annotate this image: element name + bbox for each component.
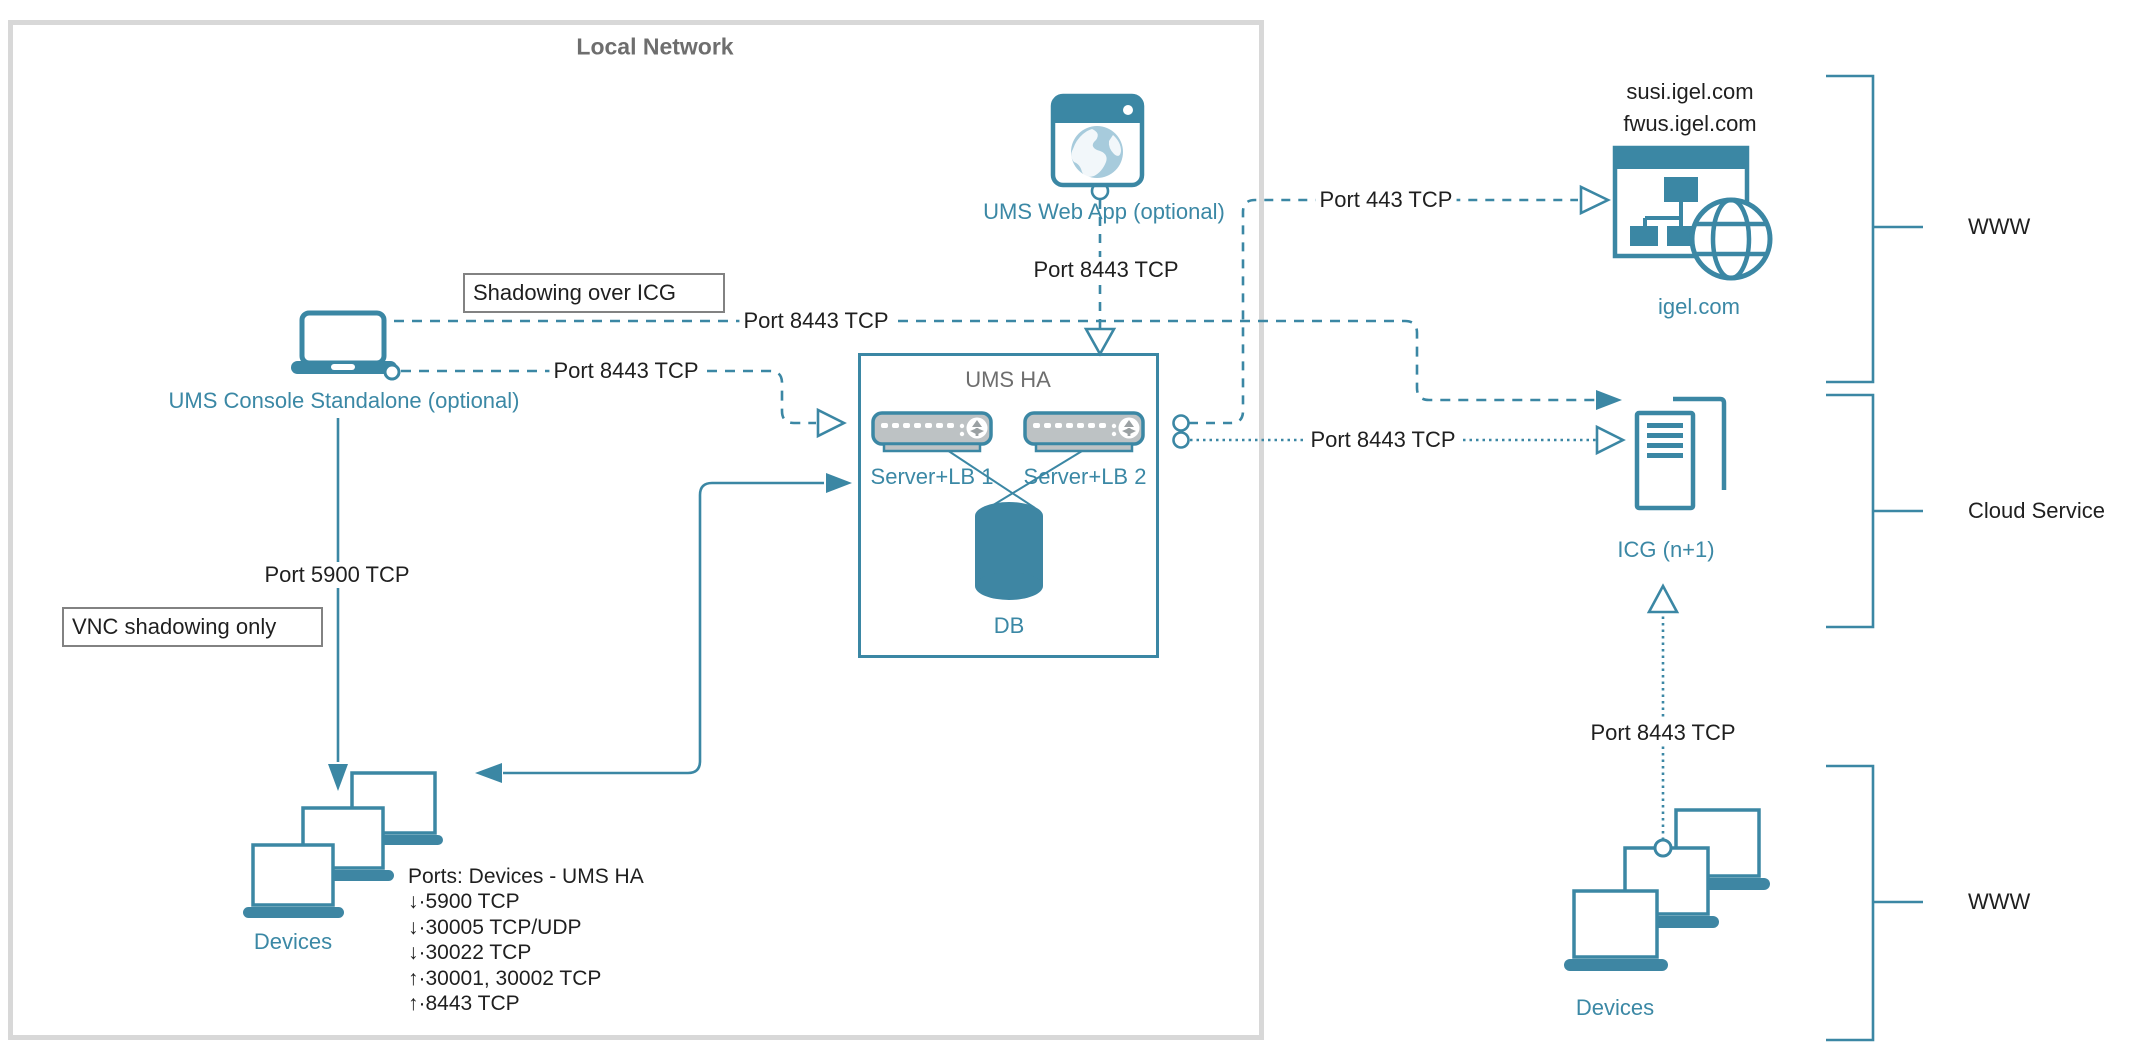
local-network-box (8, 20, 1264, 1040)
www-bottom-bracket (1826, 764, 1923, 1042)
devices-right-port-dot-top (1653, 838, 1673, 858)
arrow-filled-left-devices (475, 763, 502, 783)
ports-list-title: Ports: Devices - UMS HA (408, 865, 644, 888)
devices-left-label: Devices (253, 929, 333, 954)
zone-cloud-service-label: Cloud Service (1968, 498, 2105, 523)
arrow-filled-right-ums-ha (826, 473, 852, 493)
db-label: DB (993, 613, 1025, 638)
ports-list-item: ↓·5900 TCP (408, 890, 520, 914)
arrow-open-into-ums-ha (816, 407, 847, 439)
devices-ums-ha-line (503, 481, 824, 775)
web-app-browser-globe-icon (1050, 93, 1145, 188)
arrow-open-into-icg (1595, 424, 1626, 456)
console-to-icg-line (394, 319, 1596, 402)
port-console-to-icg: Port 8443 TCP (739, 308, 893, 334)
port-web-app-to-ums-ha: Port 8443 TCP (1029, 257, 1183, 283)
ums-ha-to-igel-line (1189, 198, 1578, 425)
laptop-icon (1564, 889, 1668, 971)
icg-server-stack-icon (1634, 396, 1727, 511)
database-icon (975, 502, 1043, 600)
arrow-open-up-into-icg (1646, 583, 1680, 614)
arrow-filled-down-devices (328, 764, 348, 791)
server2-db-link (984, 447, 1088, 511)
ums-ha-title: UMS HA (965, 367, 1051, 392)
port-console-to-ums-ha: Port 8443 TCP (549, 358, 703, 384)
zone-www-bottom-label: WWW (1968, 889, 2031, 914)
devices-left-icon (243, 771, 443, 918)
ums-ha-port-dot-2 (1172, 431, 1190, 449)
ums-ha-port-dot-1 (1172, 414, 1190, 432)
igel-domain-susi: susi.igel.com (1626, 79, 1754, 104)
zone-www-top-label: WWW (1968, 214, 2031, 239)
arrowheads (328, 184, 1680, 791)
vnc-shadowing-callout: VNC shadowing only (62, 607, 323, 647)
ports-list-item: ↓·30022 TCP (408, 941, 532, 965)
web-app-label: UMS Web App (optional) (983, 199, 1225, 224)
laptop-icon (243, 843, 344, 918)
globe-icon (1689, 197, 1773, 281)
ums-ha-box (858, 353, 1159, 658)
server-lb-1-icon (871, 411, 993, 453)
local-network-title: Local Network (576, 33, 734, 60)
arrow-open-into-igel (1579, 184, 1611, 216)
server-lb-2-icon (1023, 411, 1145, 453)
ports-list-item: ↓·30005 TCP/UDP (408, 915, 582, 939)
console-laptop-icon (291, 310, 401, 381)
igel-label: igel.com (1658, 294, 1740, 319)
devices-right-icon (1564, 808, 1770, 971)
console-to-ums-ha-line (401, 369, 816, 425)
port-devices-to-icg: Port 8443 TCP (1586, 720, 1740, 746)
arrow-open-down-into-ums-ha (1083, 327, 1117, 357)
server-lb-1-label: Server+LB 1 (870, 464, 994, 489)
www-top-bracket (1826, 74, 1923, 384)
cloud-service-bracket (1826, 393, 1923, 629)
icg-label: ICG (n+1) (1617, 537, 1715, 562)
igel-domain-fwus: fwus.igel.com (1623, 111, 1757, 136)
server-lb-2-label: Server+LB 2 (1023, 464, 1147, 489)
port-console-to-devices: Port 5900 TCP (260, 562, 414, 588)
console-label: UMS Console Standalone (optional) (168, 388, 520, 413)
ports-list-item: ↑·30001, 30002 TCP (408, 966, 602, 990)
igel-sitemap-globe-icon (1612, 145, 1773, 281)
shadowing-over-icg-callout: Shadowing over ICG (463, 273, 725, 313)
devices-right-label: Devices (1575, 995, 1655, 1020)
port-ums-ha-to-icg: Port 8443 TCP (1306, 427, 1460, 453)
port-ums-ha-to-igel: Port 443 TCP (1315, 187, 1457, 213)
ports-list: Ports: Devices - UMS HA ↓·5900 TCP ↓·300… (408, 864, 644, 1016)
ports-list-item: ↑·8443 TCP (408, 991, 520, 1015)
arrow-filled-into-icg (1596, 390, 1622, 410)
server1-db-link (946, 449, 1036, 509)
